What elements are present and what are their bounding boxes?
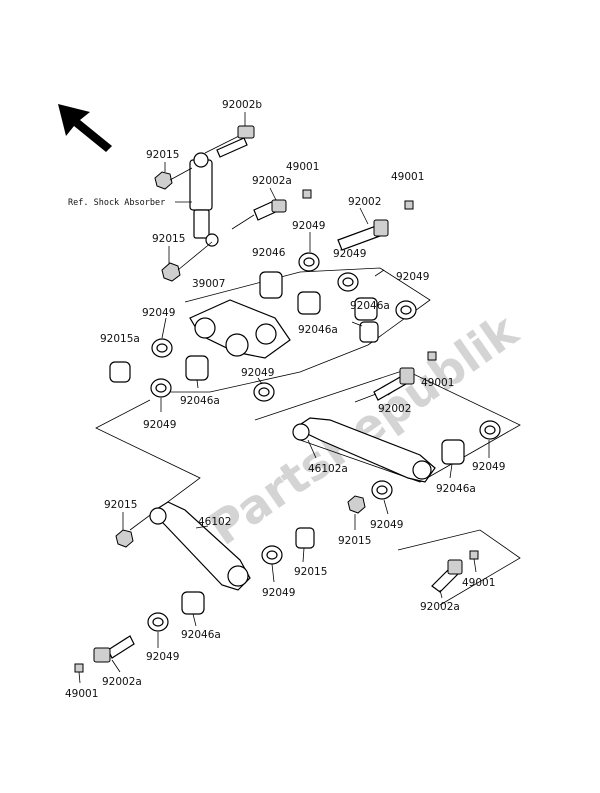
grease-nipple-49001-a: [302, 189, 312, 199]
part-label: 92015: [146, 149, 179, 161]
grease-nipple-49001-b: [404, 200, 414, 210]
tie-rod-46102: [149, 501, 251, 591]
outline-middle: [254, 369, 521, 483]
bushing-92015-lower: [295, 527, 315, 549]
part-label: 92049: [292, 220, 325, 232]
seal-92049-low1: [261, 545, 283, 565]
part-label: 92046a: [436, 483, 476, 495]
part-label: 46102a: [308, 463, 348, 475]
part-label: 92002: [378, 403, 411, 415]
bushing-92046a-u3: [359, 321, 379, 343]
part-label: 49001: [286, 161, 319, 173]
reference-note: Ref. Shock Absorber: [68, 198, 165, 208]
part-label: 92049: [262, 587, 295, 599]
part-label: 92046a: [350, 300, 390, 312]
part-label: 92015: [152, 233, 185, 245]
part-label: 92049: [370, 519, 403, 531]
part-label: 92002: [348, 196, 381, 208]
part-label: 92015: [104, 499, 137, 511]
nut-92015-left: [115, 529, 134, 548]
seal-92049-u3: [395, 300, 417, 320]
bushing-92046a-u: [297, 291, 321, 315]
part-label: 92046a: [298, 324, 338, 336]
part-label: 92049: [142, 307, 175, 319]
part-label: 92049: [241, 367, 274, 379]
grease-nipple-49001-e: [74, 663, 84, 673]
seal-92049-l2: [150, 378, 172, 398]
part-label: 92049: [396, 271, 429, 283]
part-label: 92015: [338, 535, 371, 547]
part-label: 92049: [143, 419, 176, 431]
bolt-92002b: [204, 125, 255, 158]
seal-92049-r2: [371, 480, 393, 500]
nut-92015-lower: [161, 241, 213, 282]
bushing-92046a-low: [181, 591, 205, 615]
part-label: 92049: [333, 248, 366, 260]
part-label: 92002a: [420, 601, 460, 613]
bolt-92002a-lower-left: [93, 635, 135, 663]
bushing-92015a: [109, 361, 131, 383]
part-label: 92049: [472, 461, 505, 473]
part-label: 92046: [252, 247, 286, 259]
seal-92049-u2: [337, 272, 359, 292]
seal-92049-l1: [151, 338, 173, 358]
nut-92015-middle: [347, 495, 366, 514]
shock-absorber: [175, 152, 219, 247]
part-label: 92046a: [181, 629, 221, 641]
seal-92049-low2: [147, 612, 169, 632]
part-label: 49001: [462, 577, 495, 589]
bolt-92002-upper: [337, 219, 389, 251]
part-label: 92046a: [180, 395, 220, 407]
bolt-92002a-upper: [231, 199, 287, 230]
part-label: 49001: [65, 688, 98, 700]
bolt-92002-middle: [354, 367, 415, 403]
bushing-92046a-l: [185, 355, 209, 381]
front-direction-arrow-icon: [58, 104, 112, 152]
bushing-92046-upper: [259, 271, 283, 299]
part-label: 92002a: [102, 676, 142, 688]
grease-nipple-49001-c: [427, 351, 437, 361]
part-label: 39007: [192, 278, 225, 290]
seal-92049-l3: [253, 382, 275, 402]
part-label: 49001: [391, 171, 424, 183]
nut-92015-top: [154, 167, 193, 190]
bushing-92046a-u2: [354, 297, 378, 321]
seal-92049-r1: [479, 420, 501, 440]
part-label: 92002a: [252, 175, 292, 187]
part-label: 92015: [294, 566, 327, 578]
rocker-arm-39007: [189, 299, 291, 359]
part-label: 49001: [421, 377, 454, 389]
bushing-92046a-r: [441, 439, 465, 465]
tie-rod-46102a: [292, 417, 436, 483]
seal-92049-u1: [298, 252, 320, 272]
part-label: 46102: [198, 516, 231, 528]
part-label: 92015a: [100, 333, 140, 345]
outline-upper: [160, 267, 431, 393]
leader-lines: [78, 112, 490, 684]
part-label: 92002b: [222, 99, 262, 111]
outline-left: [95, 399, 201, 531]
grease-nipple-49001-d: [469, 550, 479, 560]
part-label: 92049: [146, 651, 179, 663]
outline-lower-right: [397, 529, 521, 606]
bolt-92002a-lower-right: [431, 559, 463, 593]
